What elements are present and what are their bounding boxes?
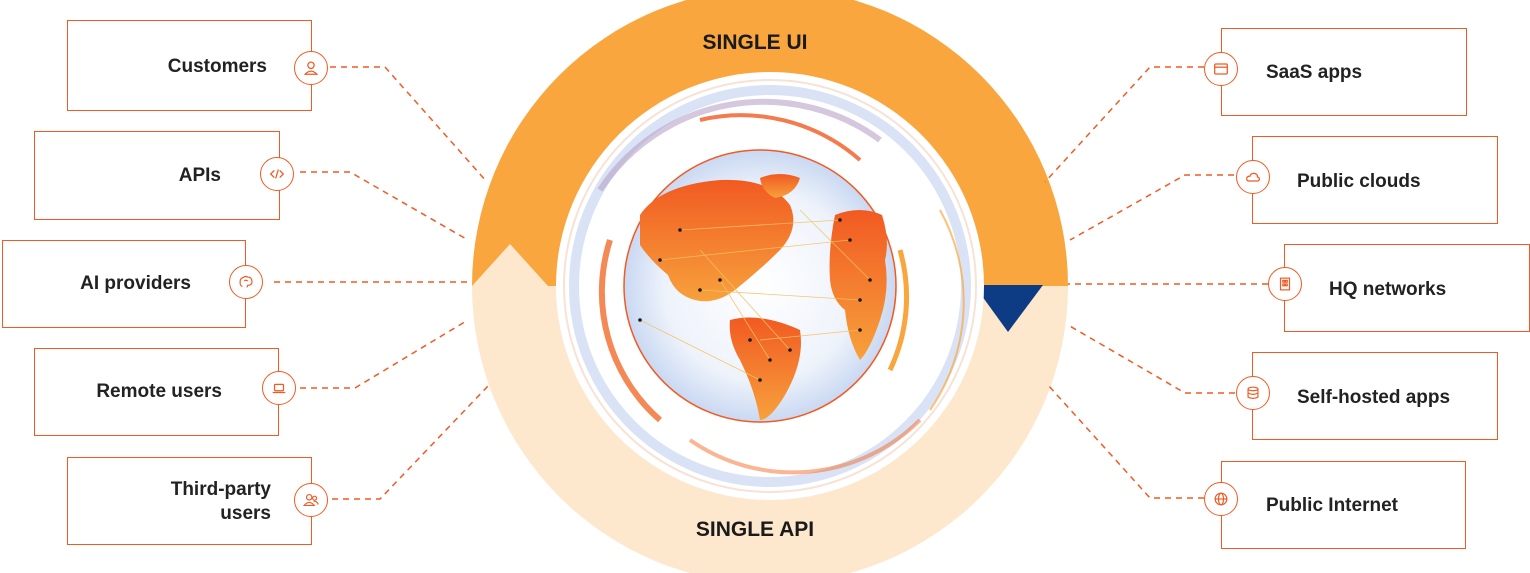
self-hosted-apps-label: Self-hosted apps (1297, 387, 1451, 408)
code-icon (260, 157, 294, 191)
single-api-ring (472, 286, 1068, 573)
building-icon (1268, 267, 1302, 301)
browser-window-icon (1204, 52, 1238, 86)
up-arrow (472, 244, 548, 286)
saas-apps-box: SaaS apps (1221, 28, 1467, 116)
saas-apps-label: SaaS apps (1266, 62, 1363, 83)
cloud-icon (1236, 160, 1270, 194)
globe-icon (1204, 482, 1238, 516)
ai-providers-box: AI providers (2, 240, 246, 328)
public-internet-box: Public Internet (1221, 461, 1466, 549)
hq-networks-box: HQ networks (1284, 244, 1530, 332)
hq-networks-label: HQ networks (1329, 279, 1447, 300)
single-ui-ring (472, 0, 1068, 286)
public-clouds-label: Public clouds (1297, 171, 1421, 192)
brain-icon (229, 265, 263, 299)
north-america (640, 179, 794, 302)
third-party-users-box: Third-party users (67, 457, 312, 545)
customers-label: Customers (167, 56, 267, 77)
public-internet-label: Public Internet (1266, 495, 1398, 516)
public-clouds-box: Public clouds (1252, 136, 1498, 224)
database-icon (1236, 376, 1270, 410)
europe-africa (829, 210, 887, 360)
apis-box: APIs (34, 131, 280, 220)
apis-label: APIs (178, 165, 221, 186)
third-party-users-line-1: Third-party (170, 479, 271, 500)
users-icon (294, 483, 328, 517)
single-api-label: SINGLE API (695, 518, 815, 541)
greenland (760, 174, 800, 198)
laptop-icon (262, 371, 296, 405)
third-party-users-line-2: users (220, 503, 271, 524)
customers-box: Customers (67, 20, 312, 111)
remote-users-box: Remote users (34, 348, 279, 436)
down-arrow (974, 285, 1043, 332)
remote-users-label: Remote users (96, 381, 222, 402)
south-america (729, 317, 801, 420)
user-icon (294, 51, 328, 85)
third-party-users-label: Third-party users (171, 478, 271, 526)
self-hosted-apps-box: Self-hosted apps (1252, 352, 1498, 440)
ai-providers-label: AI providers (80, 273, 191, 294)
single-ui-label: SINGLE UI (702, 31, 808, 54)
